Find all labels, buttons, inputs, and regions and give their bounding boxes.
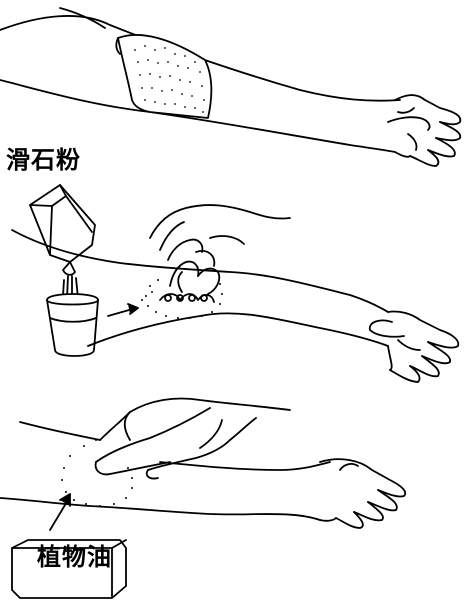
arm-with-warm-cloth <box>0 8 460 166</box>
oil-label: 植物油 <box>37 545 112 569</box>
oil-dots-around-rub <box>61 439 133 507</box>
rubbing-hand <box>96 399 290 479</box>
cup <box>47 294 98 356</box>
warm-cloth <box>116 35 211 118</box>
talc-bottle <box>30 185 95 275</box>
oil-arrow <box>50 494 70 530</box>
direction-arrow <box>108 304 138 316</box>
talc-label: 滑石粉 <box>6 148 81 172</box>
pinching-hand <box>150 205 290 302</box>
